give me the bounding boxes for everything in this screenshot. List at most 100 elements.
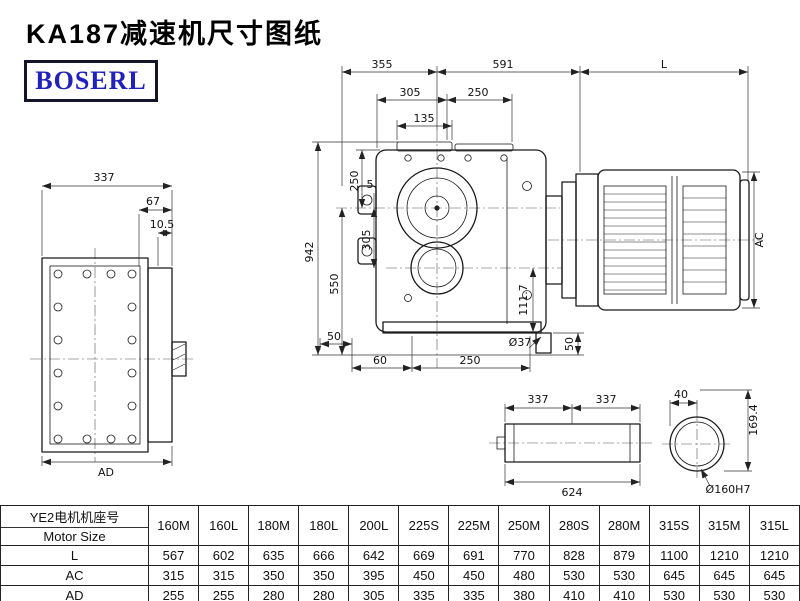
cell: 480 [498, 565, 550, 586]
cell: 335 [398, 585, 450, 601]
cell: 255 [198, 585, 250, 601]
cell: 669 [398, 545, 450, 566]
side-view [30, 248, 196, 462]
cell: 255 [147, 585, 200, 601]
motor-end-cap [739, 179, 750, 301]
cell: 635 [248, 545, 300, 566]
dim-942: 942 [303, 242, 316, 263]
cell: 280 [298, 585, 350, 601]
boserl-logo: BOSERL [24, 60, 158, 102]
dim-67: 67 [146, 195, 160, 208]
dim-bore-label: Ø160H7 [706, 483, 751, 496]
shaft-end-circle [669, 416, 725, 472]
cell: 1210 [748, 545, 800, 566]
dim-337-shaft-right: 337 [596, 393, 617, 406]
cell: 280 [248, 585, 300, 601]
header-cn: YE2电机机座号 [1, 507, 148, 528]
front-view [336, 130, 762, 368]
dim-111-7: 111.7 [517, 284, 530, 316]
dim-250-bottom: 250 [460, 354, 481, 367]
front-dimensions: 355 591 L 305 250 135 942 550 250 5 [303, 58, 766, 372]
cell: 1210 [698, 545, 750, 566]
col-header: 160L [198, 505, 250, 546]
cell: 395 [348, 565, 400, 586]
col-header: 315M [698, 505, 750, 546]
cell: 410 [598, 585, 650, 601]
col-header: 280M [598, 505, 650, 546]
dim-135: 135 [414, 112, 435, 125]
shaft-end-view: 40 169.4 Ø160H7 [662, 388, 760, 496]
cell: 645 [698, 565, 750, 586]
cell: 335 [448, 585, 500, 601]
dim-60: 60 [373, 354, 387, 367]
dim-305-top: 305 [400, 86, 421, 99]
dim-l: L [661, 58, 668, 71]
col-header: 250M [498, 505, 550, 546]
cell: 450 [398, 565, 450, 586]
cell: 530 [548, 565, 600, 586]
cell: 410 [548, 585, 600, 601]
cell: 770 [498, 545, 550, 566]
dim-624: 624 [562, 486, 583, 499]
col-header: 225S [398, 505, 450, 546]
cell: 602 [198, 545, 250, 566]
dim-169-4: 169.4 [747, 404, 760, 436]
dim-591: 591 [493, 58, 514, 71]
header-en: Motor Size [43, 529, 106, 544]
output-shaft-stub [535, 332, 552, 354]
input-bore-circle [396, 167, 478, 249]
cell: 315 [147, 565, 200, 586]
cell: 642 [348, 545, 400, 566]
cell: 350 [248, 565, 300, 586]
technical-drawing: 355 591 L 305 250 135 942 550 250 5 [30, 58, 766, 499]
dim-250-left: 250 [348, 171, 361, 192]
dim-50-bottom-left: 50 [327, 330, 341, 343]
col-header: 180M [248, 505, 300, 546]
cell: 879 [598, 545, 650, 566]
row-label: L [0, 545, 149, 566]
shaft-view: 337 337 624 [489, 393, 652, 499]
dim-550: 550 [328, 274, 341, 295]
dim-ac: AC [753, 232, 766, 247]
dim-305-left: 305 [360, 230, 373, 251]
row-label: AC [0, 565, 149, 586]
col-header: 225M [448, 505, 500, 546]
cell: 315 [198, 565, 250, 586]
dim-337-shaft-left: 337 [528, 393, 549, 406]
cell: 380 [498, 585, 550, 601]
table-row-l: L 567 602 635 666 642 669 691 770 828 87… [0, 545, 800, 566]
table-header-row: YE2电机机座号 Motor Size 160M 160L 180M 180L … [0, 505, 800, 546]
side-view-dimensions: 337 67 10.5 AD [41, 171, 174, 479]
dim-355: 355 [372, 58, 393, 71]
cell: 305 [348, 585, 400, 601]
cell: 645 [648, 565, 700, 586]
dim-5: 5 [367, 178, 374, 191]
dim-337-side: 337 [94, 171, 115, 184]
dim-250-top: 250 [468, 86, 489, 99]
col-header: 315S [648, 505, 700, 546]
motor-size-header: YE2电机机座号 Motor Size [0, 505, 149, 546]
col-header: 180L [298, 505, 350, 546]
logo-text: BOSERL [35, 66, 147, 95]
dim-50-bottom-right: 50 [563, 337, 576, 351]
cell: 350 [298, 565, 350, 586]
col-header: 315L [748, 505, 800, 546]
cell: 530 [748, 585, 800, 601]
cell: 691 [448, 545, 500, 566]
cell: 450 [448, 565, 500, 586]
cell: 567 [147, 545, 200, 566]
col-header: 160M [147, 505, 200, 546]
cell: 645 [748, 565, 800, 586]
page-title: KA187减速机尺寸图纸 [26, 19, 324, 49]
row-label: AD [0, 585, 149, 601]
table-row-ad: AD 255 255 280 280 305 335 335 380 410 4… [0, 585, 800, 601]
dim-shaft-diameter: Ø37 [509, 336, 532, 349]
table-row-ac: AC 315 315 350 350 395 450 450 480 530 5… [0, 565, 800, 586]
cell: 530 [698, 585, 750, 601]
dim-40: 40 [674, 388, 688, 401]
lower-bore-circle [410, 241, 464, 295]
cell: 828 [548, 545, 600, 566]
col-header: 280S [548, 505, 600, 546]
cell: 666 [298, 545, 350, 566]
